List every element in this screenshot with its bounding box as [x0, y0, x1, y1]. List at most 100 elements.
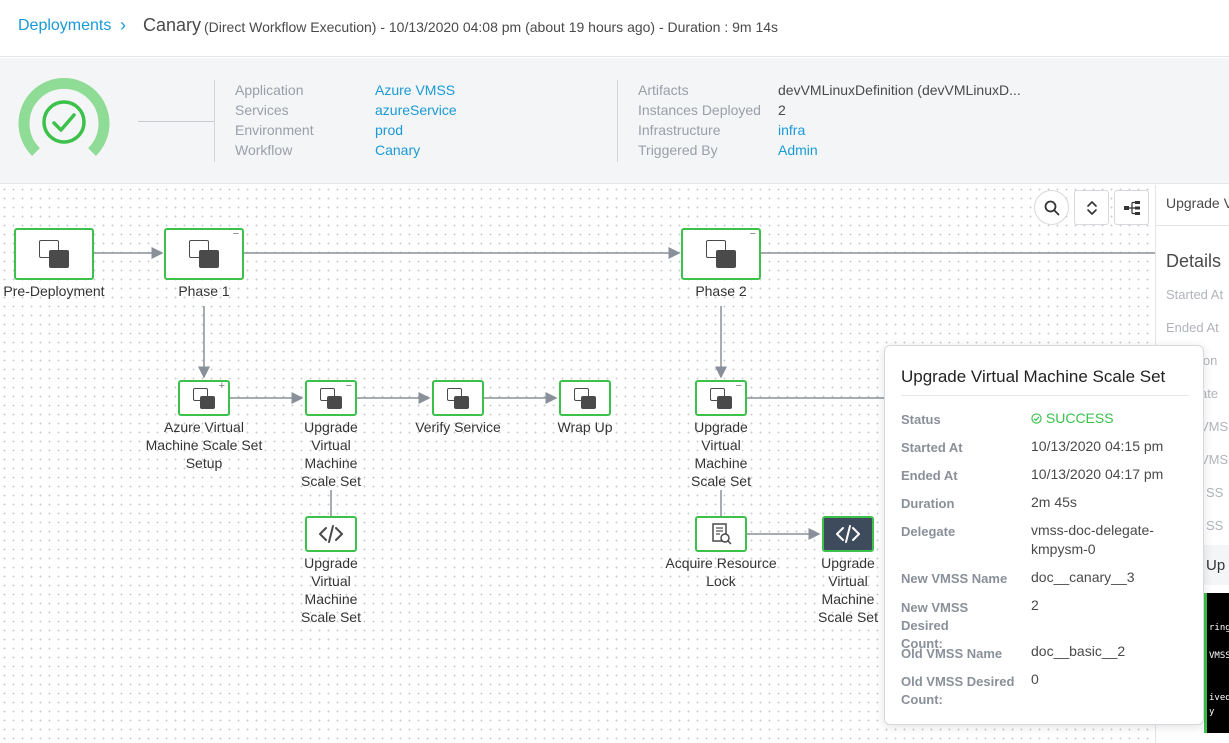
summary-divider — [214, 80, 215, 162]
phase-icon — [189, 240, 219, 268]
page-title: Canary — [143, 15, 202, 35]
expand-collapse-icon — [1086, 200, 1097, 215]
graph-edges — [94, 247, 1155, 540]
expand-icon[interactable]: + — [218, 380, 225, 392]
artifacts-label: Artifacts — [638, 82, 689, 98]
panel-label: ate — [1200, 386, 1219, 401]
step-group-icon — [447, 387, 469, 409]
log-line: y — [1209, 707, 1215, 717]
status-value: SUCCESS — [1031, 409, 1191, 428]
upgrade-vmss-group-node[interactable]: − — [305, 380, 357, 416]
services-link[interactable]: azureService — [375, 102, 457, 118]
panel-label: VMSS — [1200, 419, 1229, 434]
log-line: ived — [1209, 693, 1229, 703]
delegate-value: vmss-doc-delegate-kmpysm-0 — [1031, 522, 1154, 557]
panel-label: VMSS — [1200, 452, 1229, 467]
upgrade-vmss-step-node-selected[interactable] — [822, 516, 874, 552]
log-line: VMSS — [1209, 651, 1229, 661]
popover-title: Upgrade Virtual Machine Scale Set — [901, 367, 1166, 386]
azure-setup-node[interactable]: + — [178, 380, 230, 416]
log-line: ring — [1209, 623, 1229, 633]
old-vmss-name-label: Old VMSS Name — [901, 646, 1003, 661]
new-vmss-name-label: New VMSS Name — [901, 571, 1008, 586]
success-check-icon — [18, 78, 110, 156]
ended-at-label: Ended At — [901, 468, 958, 483]
step-group-icon — [710, 387, 732, 409]
execution-summary: Application Azure VMSS Services azureSer… — [0, 58, 1229, 184]
log-line: 2 — [1209, 663, 1229, 677]
wrap-up-label: Wrap Up — [557, 419, 613, 435]
instances-value: 2 — [778, 102, 786, 118]
collapse-icon[interactable]: − — [749, 228, 756, 240]
log-line: 2 — [1209, 677, 1229, 691]
upgrade-vmss-step-node[interactable] — [305, 516, 357, 552]
divider — [1156, 225, 1229, 226]
upgrade-vmss-group-label: Upgrade Virtual Machine Scale Set — [301, 419, 361, 489]
collapse-icon[interactable]: − — [232, 228, 239, 240]
old-vmss-count-label: Old VMSS Desired Count: — [901, 674, 1015, 707]
search-button[interactable] — [1034, 190, 1069, 225]
search-icon — [1044, 200, 1059, 215]
tree-layout-icon — [1123, 200, 1140, 215]
triggered-by-link[interactable]: Admin — [778, 142, 818, 158]
expand-collapse-button[interactable] — [1074, 190, 1109, 225]
panel-label: Ended At — [1166, 320, 1219, 335]
upgrade-vmss-step-label: Upgrade Virtual Machine Scale Set — [301, 555, 361, 625]
phase-1-label: Phase 1 — [178, 283, 230, 299]
details-heading: Details — [1166, 251, 1222, 271]
delegate-label: Delegate — [901, 524, 956, 539]
started-at-value: 10/13/2020 04:15 pm — [1031, 438, 1164, 454]
resource-lock-icon — [712, 523, 732, 545]
triggered-by-label: Triggered By — [638, 142, 718, 158]
new-vmss-count-value: 2 — [1031, 597, 1039, 613]
infrastructure-link[interactable]: infra — [778, 122, 806, 138]
collapse-icon[interactable]: − — [735, 380, 742, 392]
panel-header: Upgrade V — [1166, 195, 1229, 211]
phase-2-node[interactable]: − — [681, 228, 761, 280]
divider — [901, 395, 1189, 396]
execution-subtitle: (Direct Workflow Execution) - 10/13/2020… — [204, 19, 779, 35]
ended-at-value: 10/13/2020 04:17 pm — [1031, 466, 1164, 482]
log-line: 2 — [1209, 607, 1229, 621]
duration-label: Duration — [901, 496, 955, 511]
panel-label: SS — [1206, 518, 1224, 533]
pre-deployment-node[interactable] — [14, 228, 94, 280]
pre-deployment-label: Pre-Deployment — [3, 283, 105, 299]
workflow-label: Workflow — [235, 142, 293, 158]
code-icon — [836, 525, 860, 543]
new-vmss-name-value: doc__canary__3 — [1031, 569, 1135, 585]
collapse-icon[interactable]: − — [345, 380, 352, 392]
verify-service-node[interactable] — [432, 380, 484, 416]
step-group-icon — [320, 387, 342, 409]
acquire-lock-label: Acquire Resource Lock — [665, 555, 777, 589]
phase-1-node[interactable]: − — [164, 228, 244, 280]
summary-divider — [617, 80, 618, 162]
environment-link[interactable]: prod — [375, 122, 404, 138]
infrastructure-label: Infrastructure — [638, 122, 721, 138]
workflow-link[interactable]: Canary — [375, 142, 421, 158]
execution-log: 2 2 ring 2 VMSS 2 2 ived y — [1204, 593, 1229, 733]
breadcrumb-deployments-link[interactable]: Deployments — [18, 17, 112, 34]
step-group-icon — [574, 387, 596, 409]
panel-label: ion — [1200, 353, 1218, 368]
upgrade-vmss-group-node-2[interactable]: − — [695, 380, 747, 416]
panel-label: SS — [1206, 485, 1224, 500]
summary-connector — [138, 121, 214, 122]
started-at-label: Started At — [901, 440, 963, 455]
log-line: 2 — [1209, 593, 1229, 607]
acquire-lock-node[interactable] — [695, 516, 747, 552]
phase-icon — [706, 240, 736, 268]
phase-icon — [39, 240, 69, 268]
duration-value: 2m 45s — [1031, 494, 1077, 510]
artifacts-value: devVMLinuxDefinition (devVMLinuxD... — [778, 82, 1021, 98]
chevron-right-icon: › — [120, 15, 126, 35]
upgrade-vmss-group-label-2: Upgrade Virtual Machine Scale Set — [691, 419, 751, 489]
tree-layout-button[interactable] — [1114, 190, 1149, 225]
wrap-up-node[interactable] — [559, 380, 611, 416]
verify-service-label: Verify Service — [415, 419, 501, 435]
log-section-title: Up — [1206, 557, 1226, 574]
old-vmss-count-value: 0 — [1031, 671, 1039, 687]
status-text: SUCCESS — [1045, 410, 1114, 426]
application-link[interactable]: Azure VMSS — [375, 82, 456, 98]
azure-setup-label: Azure Virtual Machine Scale Set Setup — [145, 419, 263, 471]
